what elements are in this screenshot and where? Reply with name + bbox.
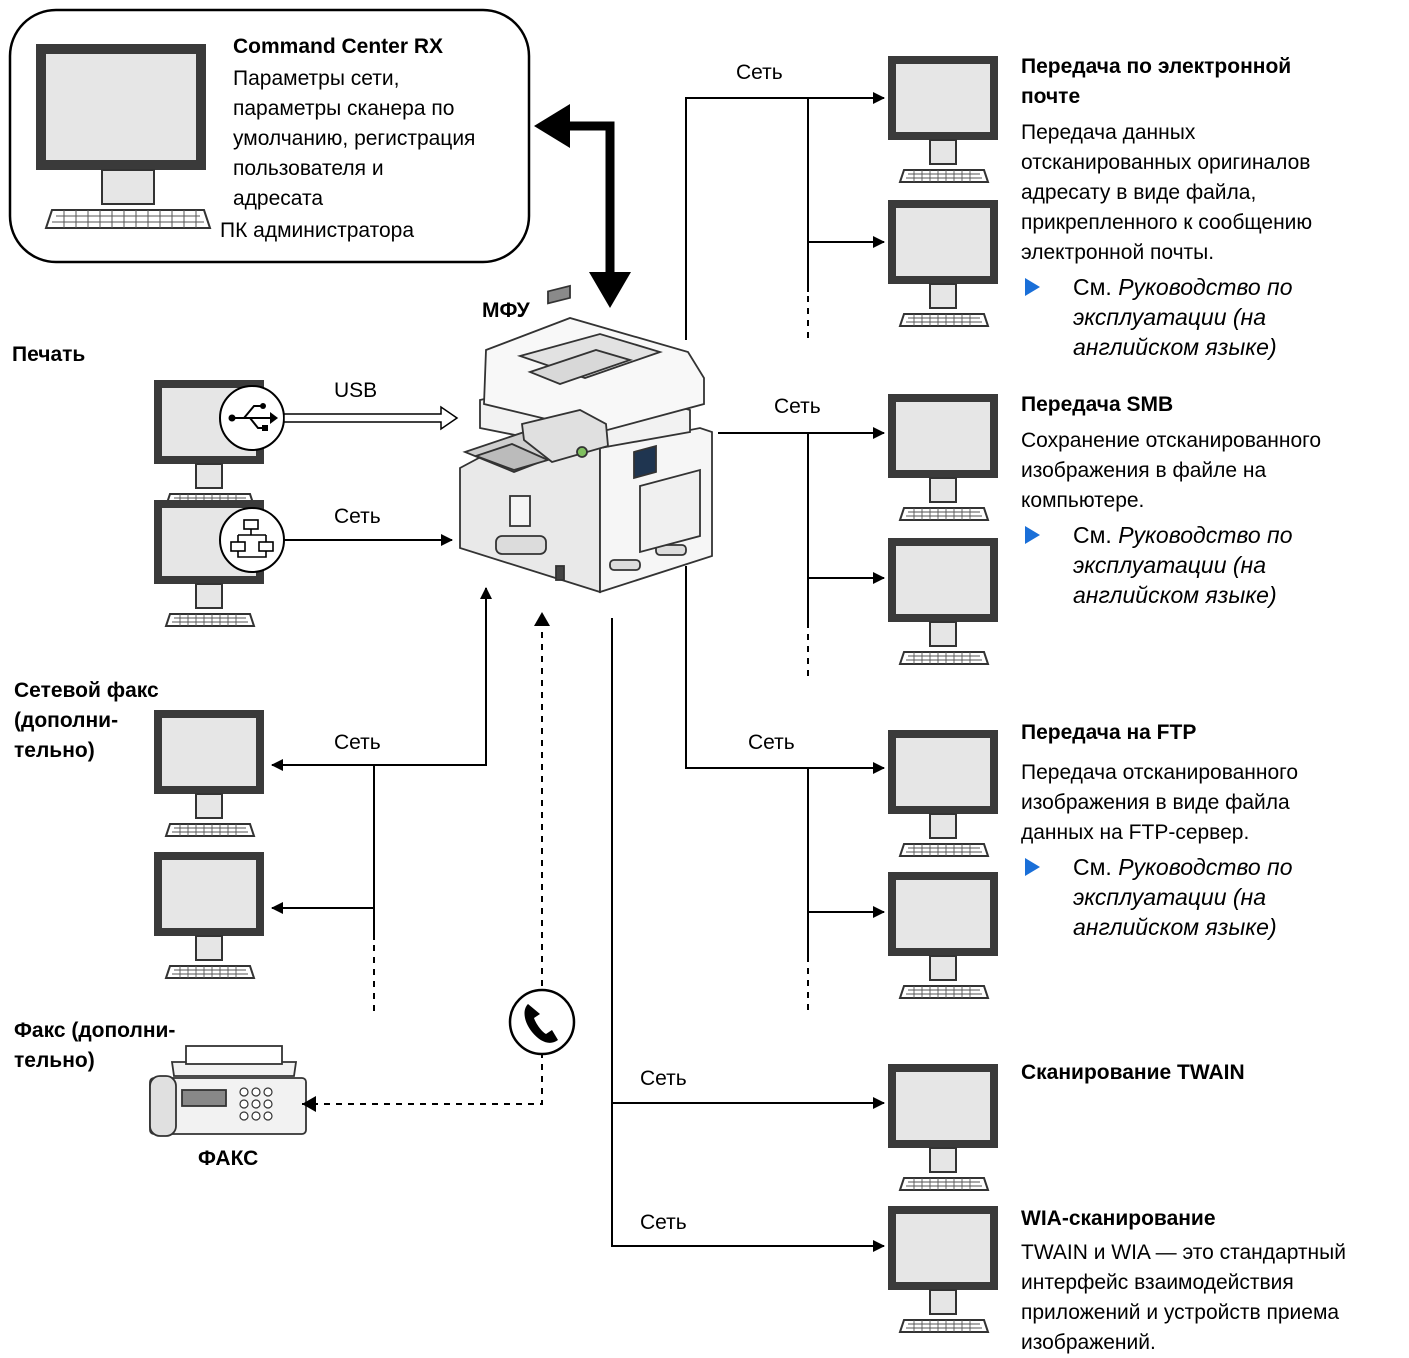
mfp-label: МФУ	[482, 299, 530, 322]
ftp-description: Передача отсканированного изображения в …	[1021, 761, 1299, 844]
reference-marker-icon	[1025, 278, 1040, 296]
ftp-pc-1-icon	[887, 729, 999, 857]
phone-icon	[508, 988, 576, 1056]
netfax-lines	[271, 587, 492, 1012]
smb-pc-2-icon	[887, 537, 999, 665]
usb-arrow	[283, 405, 459, 431]
email-pc-1-icon	[887, 55, 999, 183]
usb-icon	[219, 385, 285, 451]
admin-link-arrow	[534, 104, 631, 308]
netfax-net-label: Сеть	[334, 731, 381, 754]
twain-title: Сканирование TWAIN	[1021, 1061, 1245, 1084]
wia-pc-icon	[887, 1205, 999, 1333]
smb-description: Сохранение отсканированного изображения …	[1021, 429, 1322, 512]
fax-line	[302, 612, 550, 1112]
twain-net-label: Сеть	[640, 1067, 687, 1090]
netfax-pc-2-icon	[153, 851, 265, 979]
netfax-pc-1-icon	[153, 709, 265, 837]
print-net-label: Сеть	[334, 505, 381, 528]
admin-pc-label: ПК администратора	[220, 219, 415, 242]
wia-title: WIA-сканирование	[1021, 1207, 1216, 1230]
email-net-label: Сеть	[736, 61, 783, 84]
email-pc-2-icon	[887, 199, 999, 327]
twain-pc-icon	[887, 1063, 999, 1191]
reference-marker-icon	[1025, 526, 1040, 544]
network-icon	[219, 507, 285, 573]
smb-net-label: Сеть	[774, 395, 821, 418]
ftp-title: Передача на FTP	[1021, 721, 1197, 744]
reference-marker-icon	[1025, 858, 1040, 876]
right-trunk-lines	[611, 92, 885, 1252]
netfax-title: Сетевой факс (дополни- тельно)	[14, 679, 159, 762]
usb-label: USB	[334, 379, 378, 402]
wia-description: TWAIN и WIA — это стандартный интерфейс …	[1021, 1241, 1346, 1354]
fax-device-label: ФАКС	[198, 1147, 259, 1170]
email-title: Передача по электронной почте	[1021, 55, 1292, 108]
admin-pc-icon	[36, 44, 212, 229]
fax-machine-icon	[149, 1045, 307, 1137]
smb-title: Передача SMB	[1021, 393, 1174, 416]
ftp-pc-2-icon	[887, 871, 999, 999]
mfp-icon	[459, 284, 713, 594]
email-description: Передача данных отсканированных оригинал…	[1021, 121, 1313, 264]
admin-title: Command Center RX	[233, 35, 444, 58]
wia-net-label: Сеть	[640, 1211, 687, 1234]
print-title: Печать	[12, 343, 86, 366]
ftp-net-label: Сеть	[748, 731, 795, 754]
admin-description: Параметры сети, параметры сканера по умо…	[233, 67, 476, 210]
smb-pc-1-icon	[887, 393, 999, 521]
fax-title: Факс (дополни- тельно)	[14, 1019, 176, 1072]
